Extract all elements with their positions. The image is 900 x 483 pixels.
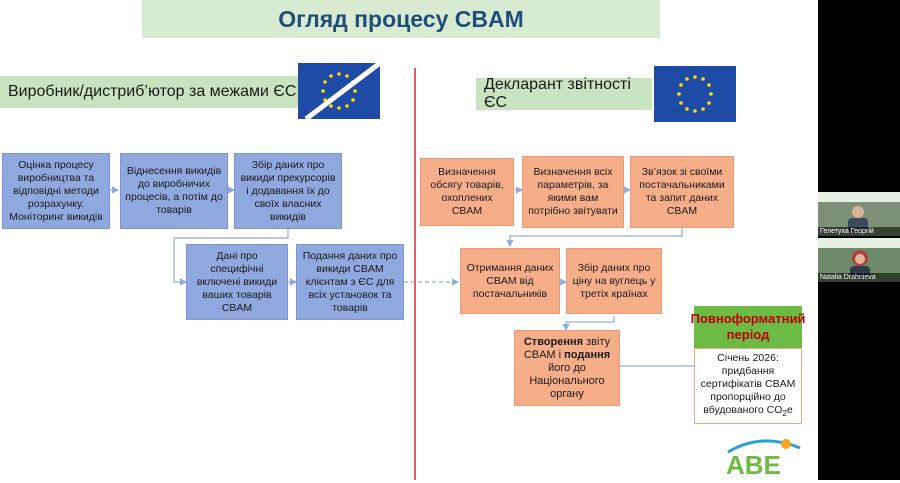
full-period-heading: Повноформатний період bbox=[691, 306, 805, 348]
right-step-4: Отримання даних CBAM від постачальників bbox=[460, 248, 560, 314]
participant-name-2: Natalia Drahnieva bbox=[818, 273, 900, 282]
left-step-4: Дані про специфічні включені викиди ваши… bbox=[186, 244, 288, 320]
right-step-5: Збір даних про ціну на вуглець у третіх … bbox=[566, 248, 662, 314]
section-divider bbox=[414, 68, 416, 480]
left-section-label: Виробник/дистриб’ютор за межами ЄС bbox=[0, 76, 298, 108]
eu-flag-icon bbox=[654, 66, 736, 122]
eu-flag-crossed-icon bbox=[298, 63, 380, 119]
participant-tile-1[interactable]: Гелетуха Георгій bbox=[818, 192, 900, 236]
left-step-2: Віднесення викидів до виробничих процесі… bbox=[120, 153, 228, 229]
slide-title: Огляд процесу CBAM bbox=[278, 5, 524, 32]
logo-text: ABE bbox=[726, 450, 781, 478]
final-step-report: Створення звіту CBAM і подання його до Н… bbox=[514, 330, 620, 406]
participant-name-1: Гелетуха Георгій bbox=[818, 227, 900, 236]
right-step-1: Визначення обсягу товарів, охоплених CBA… bbox=[420, 158, 514, 226]
abe-logo: ABE bbox=[722, 434, 808, 480]
title-bar: Огляд процесу CBAM bbox=[142, 0, 660, 38]
participant-tile-2[interactable]: Natalia Drahnieva bbox=[818, 238, 900, 282]
slide: Огляд процесу CBAM Виробник/дистриб’ютор… bbox=[0, 0, 808, 480]
flow-connectors bbox=[110, 186, 694, 367]
left-step-3: Збір даних про викиди прекурсорів і дода… bbox=[234, 153, 342, 229]
left-step-5: Подання даних про викиди CBAM клієнтам з… bbox=[296, 244, 404, 320]
right-step-2: Визначення всіх параметрів, за якими вам… bbox=[522, 156, 624, 228]
full-period-body: Січень 2026: придбання сертифікатів CBAM… bbox=[694, 348, 802, 424]
right-section-label: Декларант звітності ЄС bbox=[476, 76, 652, 111]
right-step-3: Зв’язок зі своїми постачальниками та зап… bbox=[630, 156, 734, 228]
left-step-1: Оцінка процесу виробництва та відповідні… bbox=[2, 153, 110, 229]
